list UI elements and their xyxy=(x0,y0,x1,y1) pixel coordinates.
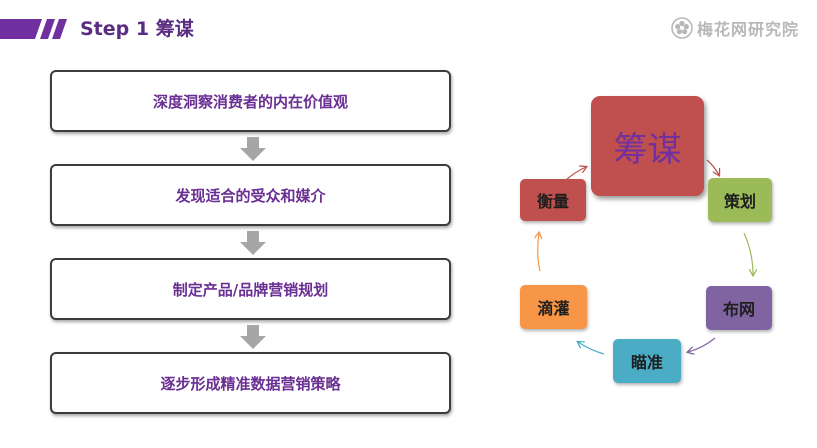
arrow-miaozhun-to-diguan xyxy=(578,342,605,355)
cycle-node-diguan: 滴灌 xyxy=(520,285,587,329)
arrow-diguan-to-hengliang xyxy=(538,233,540,272)
down-arrow-icon xyxy=(240,231,266,255)
cycle-node-miaozhun: 瞄准 xyxy=(613,339,681,383)
page-title: Step 1 筹谋 xyxy=(80,18,194,40)
step-box-2: 发现适合的受众和媒介 xyxy=(50,164,451,226)
cycle-node-hengliang: 衡量 xyxy=(520,179,586,221)
down-arrow-icon xyxy=(240,325,266,349)
cycle-node-cehua: 策划 xyxy=(708,178,772,222)
arrow-cehua-to-buwang xyxy=(743,232,753,275)
cycle-node-buwang: 布网 xyxy=(706,286,772,330)
down-arrow-icon xyxy=(240,137,266,161)
step-box-4: 逐步形成精准数据营销策略 xyxy=(50,352,451,414)
arrow-buwang-to-miaozhun xyxy=(688,337,716,352)
cycle-center-node: 筹谋 xyxy=(591,96,704,196)
step-box-1: 深度洞察消费者的内在价值观 xyxy=(50,70,451,132)
logo-text: 梅花网研究院 xyxy=(696,20,799,39)
logo: 梅花网研究院 xyxy=(671,16,799,40)
plum-blossom-icon xyxy=(671,17,693,39)
header-stripes xyxy=(0,19,67,39)
arrow-main-to-cehua xyxy=(706,159,719,175)
step-box-3: 制定产品/品牌营销规划 xyxy=(50,258,451,320)
